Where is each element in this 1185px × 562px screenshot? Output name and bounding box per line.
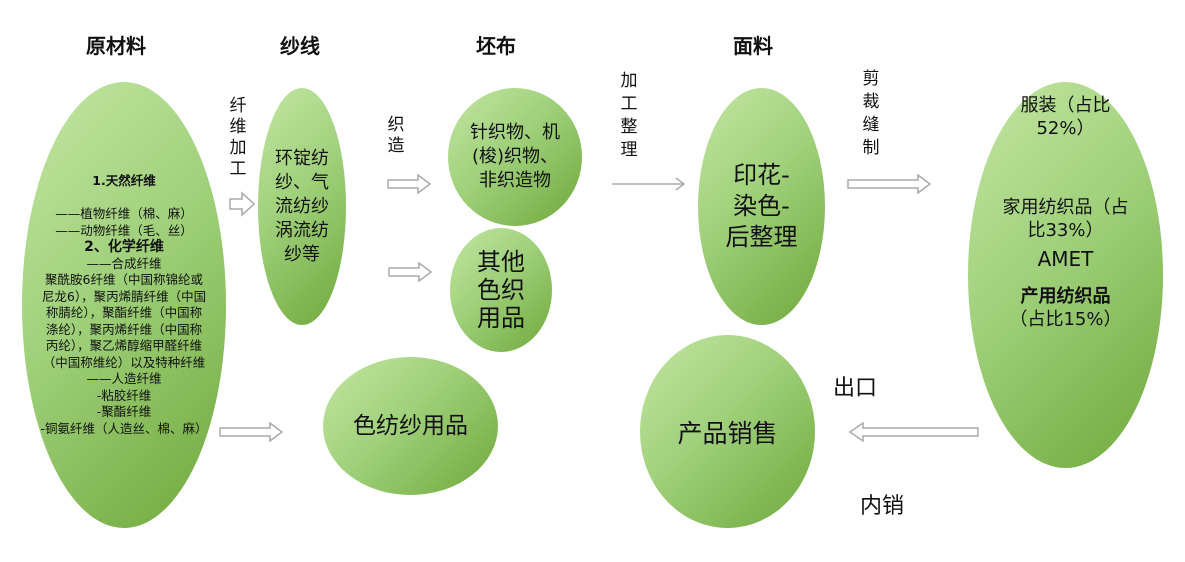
text: -粘胶纤维: [96, 387, 152, 403]
header-raw: 原材料: [86, 34, 146, 58]
text: 产品销售: [677, 418, 778, 448]
arrow-sales: [848, 421, 979, 443]
arrow-colorspun: [219, 421, 284, 443]
arrow-cut: [847, 173, 932, 195]
arrow-fiber: [229, 191, 256, 217]
label-fiber: 纤维加工: [229, 96, 247, 179]
endproduct-node: 服装（占比52%） 家用纺织品（占比33%） AMET 产用纺织品 （占比15%…: [968, 82, 1163, 468]
text: ——人造纤维: [86, 371, 162, 386]
amet-text: AMET: [1037, 247, 1094, 271]
text: 针织物、机(梭)织物、非织造物: [470, 122, 560, 191]
arrow-other: [388, 261, 433, 283]
industrial-text: 产用纺织品: [1020, 286, 1111, 307]
header-fabric: 面料: [733, 34, 773, 58]
header-grey: 坯布: [476, 34, 516, 58]
text: 印花-染色-后整理: [725, 161, 798, 251]
label-cut: 剪裁缝制: [862, 69, 880, 158]
knit-node: 针织物、机(梭)织物、非织造物: [448, 88, 582, 226]
text: 其他色织用品: [477, 248, 525, 332]
label-export: 出口: [833, 376, 878, 401]
arrow-process: [612, 177, 686, 191]
text: ——合成纤维: [86, 255, 162, 271]
text: 色纺纱用品: [353, 413, 468, 439]
arrow-weave: [387, 173, 432, 195]
apparel-text: 服装（占比52%）: [1020, 95, 1111, 139]
chemical-title: 2、化学纤维: [84, 239, 164, 255]
other-node: 其他色织用品: [450, 228, 552, 352]
industrial-share: （占比15%）: [1009, 309, 1122, 330]
yarn-node: 环锭纺纱、气流纺纱涡流纺纱等: [258, 88, 346, 325]
label-process: 加工整理: [620, 71, 638, 160]
raw-materials-node: 1.天然纤维 ——植物纤维（棉、麻） ——动物纤维（毛、丝） 2、化学纤维 ——…: [22, 82, 226, 528]
text: 聚酰胺6纤维（中国称锦纶或尼龙6），聚丙烯腈纤维（中国称腈纶），聚酯纤维（中国称…: [41, 272, 207, 370]
sales-node: 产品销售: [640, 335, 815, 528]
header-yarn: 纱线: [280, 34, 320, 58]
text: 环锭纺纱、气流纺纱涡流纺纱等: [275, 147, 329, 265]
label-domestic: 内销: [860, 494, 905, 519]
home-text: 家用纺织品（占比33%）: [1002, 197, 1129, 241]
text: -铜氨纤维（人造丝、棉、麻）: [40, 420, 208, 436]
label-weave: 织造: [387, 115, 405, 156]
text: -聚酯纤维: [96, 404, 152, 419]
colorspun-node: 色纺纱用品: [323, 357, 498, 495]
text: ——动物纤维（毛、丝）: [55, 222, 193, 238]
finishing-node: 印花-染色-后整理: [698, 88, 825, 325]
natural-title: 1.天然纤维: [92, 173, 156, 188]
text: ——植物纤维（棉、麻）: [55, 206, 193, 221]
